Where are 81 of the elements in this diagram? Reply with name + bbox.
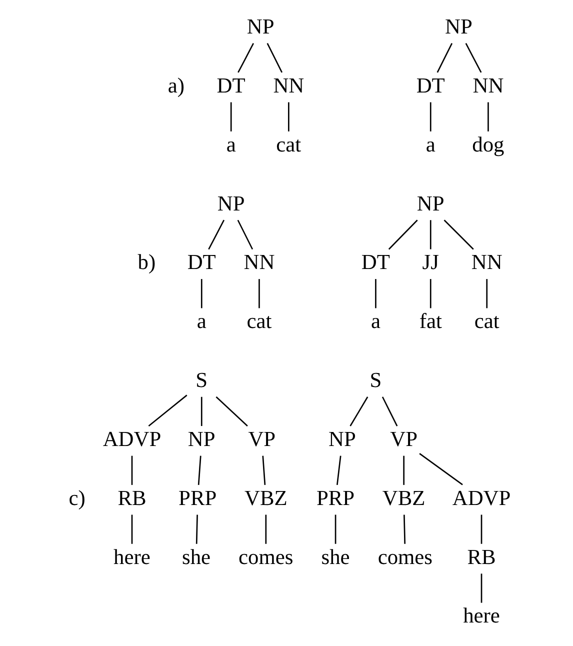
connector bbox=[429, 102, 431, 132]
node-text: cat bbox=[276, 132, 301, 156]
node-text: NP bbox=[328, 426, 356, 451]
node-text: VBZ bbox=[382, 486, 425, 510]
node-text: here bbox=[113, 544, 150, 569]
connector bbox=[486, 279, 488, 308]
connector bbox=[429, 220, 431, 250]
connector bbox=[230, 102, 232, 132]
node-text: S bbox=[195, 368, 208, 392]
node-text: she bbox=[182, 544, 210, 569]
label: a) bbox=[167, 73, 184, 98]
node-text: PRP bbox=[178, 486, 216, 510]
connector bbox=[443, 220, 474, 250]
connector bbox=[487, 102, 488, 132]
node-text: dog bbox=[472, 132, 504, 156]
node-text: a bbox=[226, 132, 236, 156]
connector bbox=[200, 279, 202, 308]
node-text: RB bbox=[117, 486, 146, 510]
node-text: PRP bbox=[316, 486, 354, 510]
node-text: NP bbox=[416, 191, 444, 216]
node-text: NN bbox=[472, 73, 504, 98]
node-text: DT bbox=[216, 73, 245, 98]
connector bbox=[237, 43, 254, 73]
connector bbox=[381, 396, 398, 426]
node-text: VBZ bbox=[244, 486, 287, 510]
node-text: DT bbox=[416, 73, 444, 98]
connector bbox=[130, 514, 132, 544]
node-text: comes bbox=[377, 544, 432, 569]
connector bbox=[374, 279, 376, 308]
node-text: NN bbox=[272, 73, 304, 98]
node-text: JJ bbox=[422, 250, 438, 274]
connector bbox=[429, 279, 431, 308]
node-text: DT bbox=[186, 250, 216, 274]
node-text: NP bbox=[246, 14, 274, 38]
node-text: S bbox=[369, 368, 382, 392]
connector bbox=[264, 514, 266, 544]
node-text: NP bbox=[444, 14, 472, 38]
label: c) bbox=[68, 486, 85, 510]
connector bbox=[480, 574, 482, 603]
connector bbox=[418, 453, 462, 486]
connector bbox=[334, 514, 336, 544]
connector bbox=[197, 456, 201, 485]
node-text: NN bbox=[470, 250, 502, 274]
connector bbox=[403, 514, 406, 544]
node-text: NP bbox=[187, 426, 215, 451]
connector bbox=[402, 456, 404, 485]
connector bbox=[130, 456, 132, 485]
connector bbox=[258, 279, 260, 308]
node-text: NP bbox=[216, 191, 244, 216]
node-text: DT bbox=[360, 250, 390, 274]
connector bbox=[388, 220, 418, 250]
label: b) bbox=[137, 250, 156, 274]
node-text: a bbox=[370, 309, 380, 334]
node-text: VP bbox=[390, 426, 418, 451]
node-text: fat bbox=[418, 309, 442, 334]
connector bbox=[464, 43, 482, 73]
node-text: RB bbox=[466, 544, 496, 569]
connector bbox=[349, 396, 368, 426]
connector bbox=[236, 220, 253, 250]
node-text: NN bbox=[243, 250, 274, 274]
connector bbox=[148, 394, 187, 427]
node-text: ADVP bbox=[102, 426, 161, 451]
node-text: VP bbox=[248, 426, 276, 451]
connector bbox=[262, 456, 266, 485]
connector bbox=[200, 396, 202, 426]
node-text: here bbox=[462, 604, 500, 628]
node-text: comes bbox=[238, 544, 293, 569]
connector bbox=[436, 43, 452, 73]
connector bbox=[336, 456, 341, 486]
node-text: a bbox=[196, 309, 206, 334]
connector bbox=[480, 514, 482, 544]
node-text: a bbox=[425, 132, 435, 156]
node-text: ADVP bbox=[452, 486, 510, 510]
connector bbox=[288, 102, 289, 132]
connector bbox=[266, 43, 282, 73]
node-text: she bbox=[320, 544, 350, 569]
connector bbox=[215, 396, 248, 426]
connector bbox=[208, 220, 224, 250]
node-text: cat bbox=[474, 309, 499, 334]
node-text: cat bbox=[246, 309, 272, 334]
connector bbox=[195, 514, 198, 544]
